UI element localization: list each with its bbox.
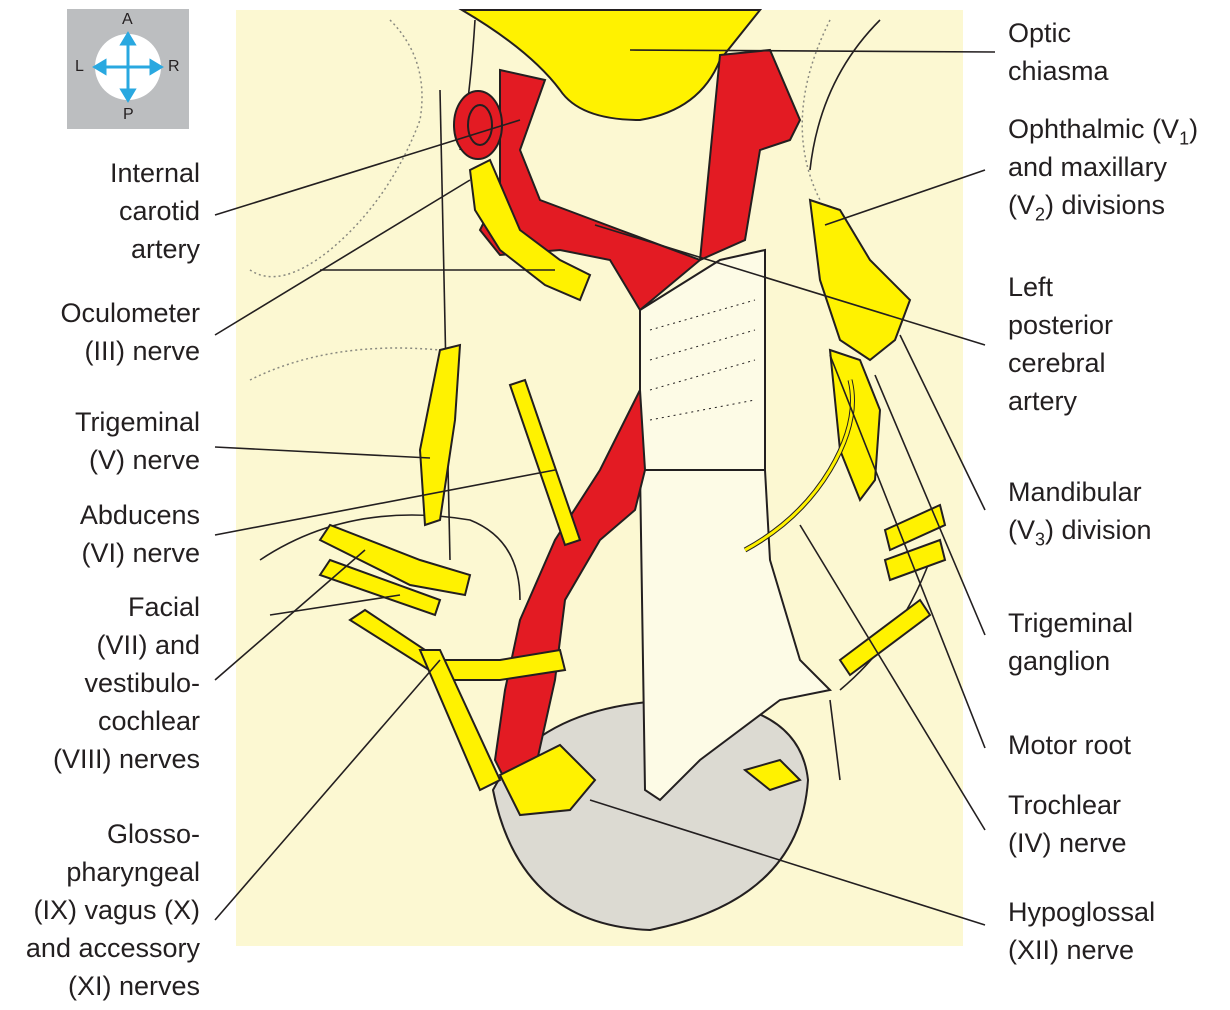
- label-hypoglossal-nerve: Hypoglossal (XII) nerve: [1008, 893, 1155, 969]
- label-left-posterior-cerebral-artery: Left posterior cerebral artery: [1008, 268, 1113, 420]
- label-trigeminal-ganglion: Trigeminal ganglion: [1008, 604, 1133, 680]
- compass-anterior: A: [122, 11, 133, 29]
- orientation-compass: A P L R: [67, 9, 189, 129]
- compass-right: R: [168, 58, 180, 76]
- label-trigeminal-nerve: Trigeminal (V) nerve: [75, 403, 200, 479]
- label-abducens-nerve: Abducens (VI) nerve: [80, 496, 200, 572]
- compass-left: L: [75, 58, 84, 76]
- label-optic-chiasma: Optic chiasma: [1008, 14, 1109, 90]
- label-ophthalmic-maxillary: Ophthalmic (V1) and maxillary (V2) divis…: [1008, 110, 1198, 224]
- label-trochlear-nerve: Trochlear (IV) nerve: [1008, 786, 1127, 862]
- label-glossopharyngeal-vagus-accessory: Glosso- pharyngeal (IX) vagus (X) and ac…: [26, 815, 200, 1005]
- label-facial-vestibulocochlear: Facial (VII) and vestibulo- cochlear (VI…: [53, 588, 200, 778]
- carotid-lumen: [454, 91, 502, 159]
- compass-posterior: P: [123, 106, 134, 124]
- label-mandibular-division: Mandibular (V3) division: [1008, 473, 1152, 549]
- label-internal-carotid-artery: Internal carotid artery: [110, 154, 200, 268]
- label-motor-root: Motor root: [1008, 726, 1131, 764]
- label-oculomotor-nerve: Oculometer (III) nerve: [60, 294, 200, 370]
